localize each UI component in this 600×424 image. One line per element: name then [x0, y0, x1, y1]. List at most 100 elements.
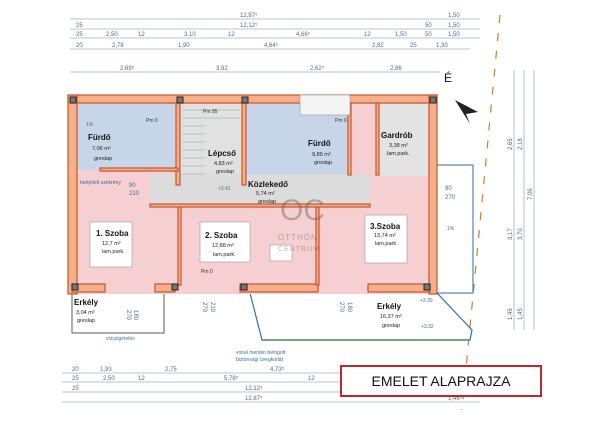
dim-label: 4,66⁵ — [296, 31, 311, 38]
dim-label: 2,82 — [372, 43, 384, 49]
furniture — [89, 94, 408, 268]
door-dim: 210 — [209, 302, 215, 313]
dim-label: 1,30 — [436, 43, 448, 49]
room-area: 7,06 m² — [92, 146, 111, 152]
level-pm0: Pm 0 — [146, 118, 158, 124]
dim-label: 1,45 — [518, 308, 524, 320]
dim-label: 1,45 — [508, 308, 514, 320]
dim-label: 20 — [76, 43, 83, 49]
room-name: Lépcső — [208, 149, 236, 158]
dim-label: 25 — [76, 32, 83, 38]
room-area: 3,04 m² — [76, 310, 95, 316]
level-3-39: +3.39 — [420, 298, 433, 304]
room-bathroom-1 — [77, 104, 177, 170]
room-name: Erkély — [377, 302, 402, 311]
dim-label: 1,50 — [395, 32, 407, 38]
dim-label: 2,50 — [103, 376, 115, 382]
dim-label: 2,62⁵ — [310, 65, 325, 72]
dim-label: 1,90 — [178, 43, 190, 49]
room-floor: greslap — [258, 199, 276, 205]
room-floor: lam.park. — [387, 151, 410, 157]
note-waterproofing: vízszigetelés — [106, 336, 135, 342]
room-area: 12,88 m² — [212, 243, 234, 249]
dim-label: 1,50 — [448, 13, 460, 19]
dim-label: 50 — [425, 32, 432, 38]
room-area: 12,7 m² — [102, 241, 121, 247]
room-floor: greslap — [314, 160, 332, 166]
dim-label: 12 — [138, 376, 145, 382]
dim-label: 1,93 — [100, 367, 112, 373]
dim-label: 12 — [364, 32, 371, 38]
room-wardrobe — [378, 104, 430, 176]
room-area: 16,37 m² — [380, 314, 402, 320]
dim-label: 2,75 — [165, 367, 177, 373]
dim-label: 12 — [138, 32, 145, 38]
dim-label: 1,50 — [448, 32, 460, 38]
door-dim: 270 — [338, 302, 344, 313]
dim-label: 4,73⁵ — [270, 366, 285, 373]
room-name: Fürdő — [308, 139, 331, 148]
room-floor: lam.park. — [213, 252, 236, 258]
balcony-right — [249, 292, 473, 341]
dim-label: 12,12⁵ — [245, 385, 263, 392]
dim-label: 25 — [410, 43, 417, 49]
room-area: 13,74 m² — [374, 233, 396, 239]
dim-label: 3,92 — [216, 66, 228, 72]
door-dim: 270 — [125, 310, 131, 321]
dim-label: 3,10 — [184, 32, 196, 38]
level-pm0: Pm 0 — [201, 269, 213, 275]
room-area: 9,89 m² — [312, 152, 331, 158]
dim-label: 1,50 — [448, 23, 460, 29]
slope-label: 1% — [86, 122, 94, 128]
otthon-centrum-watermark: OC OTTHON CENTRUM — [278, 194, 325, 253]
top-dimensions: 12,87⁵ 1,50 25 12,12⁵ 50 1,50 25 2,50 12… — [70, 12, 480, 73]
room-area: 5,74 m² — [256, 191, 275, 197]
dim-label: 4,64⁵ — [264, 42, 279, 49]
plan-title: EMELET ALAPRAJZA — [340, 365, 542, 397]
property-line — [461, 14, 501, 411]
room-name: Erkély — [74, 298, 99, 307]
watermark-line1: OTTHON — [278, 233, 318, 242]
dim-label: 5,78⁵ — [224, 375, 239, 382]
dim-label: 2,65 — [508, 138, 514, 150]
dim-label: 2,86 — [390, 66, 402, 72]
dim-label: 12 — [228, 32, 235, 38]
room-bathroom-2 — [246, 104, 350, 176]
dim-label: 1,46⁵ — [448, 395, 463, 402]
north-label: É — [444, 70, 452, 85]
door-dim: 210 — [129, 191, 140, 197]
dim-label: 25 — [72, 376, 79, 382]
door-dim: 180 — [346, 302, 352, 313]
level-pm0: Pm 0 — [335, 118, 347, 124]
dim-label: 12,87⁵ — [240, 12, 258, 19]
dim-label: 2,69⁵ — [120, 65, 135, 72]
room-staircase — [180, 104, 242, 186]
bottom-dimensions: 20 1,93 2,75 4,73⁵ 25 2,50 12 5,78⁵ 12 2… — [62, 366, 480, 403]
room-floor: greslap — [382, 323, 400, 329]
walls — [67, 94, 438, 295]
dim-label: 2,78 — [112, 43, 124, 49]
dim-label: 20 — [72, 367, 79, 373]
level-3-41: +3.41 — [218, 186, 231, 192]
dim-label: 2,18 — [518, 138, 524, 150]
level-pm95: Pm 95 — [203, 109, 218, 115]
door-dim: 180 — [132, 310, 138, 321]
slope-label: 1% — [447, 226, 455, 232]
terrace — [436, 164, 474, 294]
dim-label: 12,12⁵ — [240, 22, 258, 29]
door-dim: 90 — [445, 186, 452, 192]
dim-label: 3,17 — [508, 228, 514, 240]
dim-label: 25 — [76, 23, 83, 29]
dim-label: 3,70 — [518, 228, 524, 240]
room-area: 4,83 m² — [214, 161, 233, 167]
room-floor: greslap — [216, 169, 234, 175]
room-labels: Fürdő 7,06 m² greslap Lépcső 4,83 m² gre… — [74, 131, 413, 329]
note-glass-2: biztonsági üvegkorlát — [236, 357, 284, 363]
annotations: beépített szekrény vízszigetelés vonal m… — [80, 109, 456, 363]
dim-label: 25 — [72, 386, 79, 392]
room-name: 2. Szoba — [205, 231, 238, 240]
dim-label: 7,06 — [528, 188, 534, 200]
room-name: Gardrób — [381, 131, 413, 140]
room-area: 3,38 m² — [389, 143, 408, 149]
